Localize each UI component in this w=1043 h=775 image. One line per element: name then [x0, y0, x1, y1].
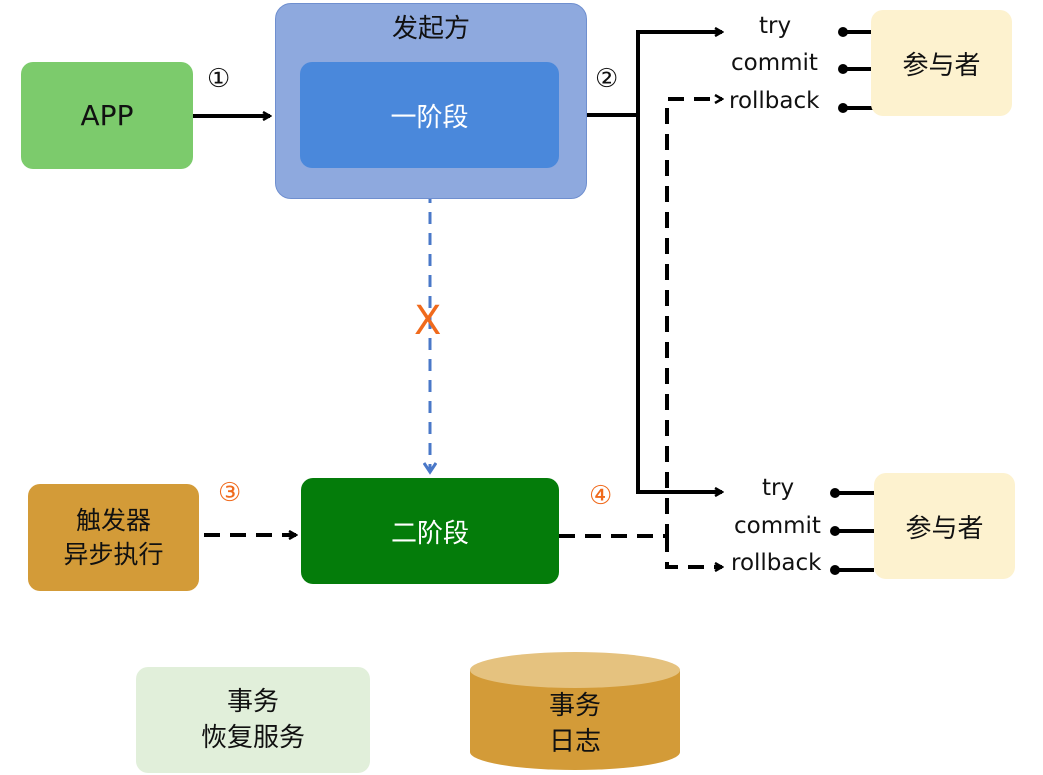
step-2-marker: ② — [595, 64, 619, 94]
app-node: APP — [21, 62, 193, 169]
participant-1-op-try: try — [759, 13, 792, 39]
initiator-title: 发起方 — [391, 14, 470, 44]
participant-1-node: 参与者 — [871, 10, 1012, 116]
step-3-marker: ③ — [218, 478, 242, 508]
step-1-marker: ① — [207, 64, 231, 94]
phase-one-label: 一阶段 — [390, 102, 469, 133]
tx-log-line-1: 事务 — [548, 691, 601, 721]
participant-2-op-commit: commit — [734, 513, 821, 539]
trigger-line-1: 触发器 — [75, 505, 151, 535]
tx-log-label: 事务 日志 — [470, 688, 680, 760]
failure-mark: X — [414, 298, 442, 344]
participant-2-node: 参与者 — [874, 473, 1015, 579]
participant-1-op-rollback: rollback — [729, 88, 820, 114]
participant-1-connectors — [838, 27, 875, 113]
recovery-service-node: 事务 恢复服务 — [136, 667, 370, 773]
step-4-marker: ④ — [589, 481, 613, 511]
app-label: APP — [80, 99, 134, 132]
arrow-phase-two-to-rollback — [559, 99, 722, 538]
arrow-phase-one-to-try-2 — [636, 115, 722, 492]
recovery-line-1: 事务 — [226, 687, 279, 717]
phase-two-label: 二阶段 — [390, 518, 469, 549]
participant-1-label: 参与者 — [902, 50, 981, 81]
tx-log-cylinder — [470, 652, 680, 770]
trigger-node: 触发器 异步执行 — [28, 484, 199, 591]
tx-log-line-2: 日志 — [548, 727, 601, 757]
participant-2-connectors — [830, 488, 874, 575]
participant-2-op-try: try — [762, 475, 795, 501]
participant-1-op-commit: commit — [731, 50, 818, 76]
arrow-phase-one-to-try — [559, 32, 722, 117]
arrow-phase-two-to-rollback-2 — [665, 536, 722, 567]
phase-two-node: 二阶段 — [301, 478, 559, 584]
participant-2-label: 参与者 — [905, 513, 984, 544]
recovery-line-2: 恢复服务 — [200, 723, 305, 753]
phase-one-node: 一阶段 — [300, 62, 559, 168]
participant-2-op-rollback: rollback — [731, 550, 822, 576]
trigger-line-2: 异步执行 — [63, 539, 164, 569]
